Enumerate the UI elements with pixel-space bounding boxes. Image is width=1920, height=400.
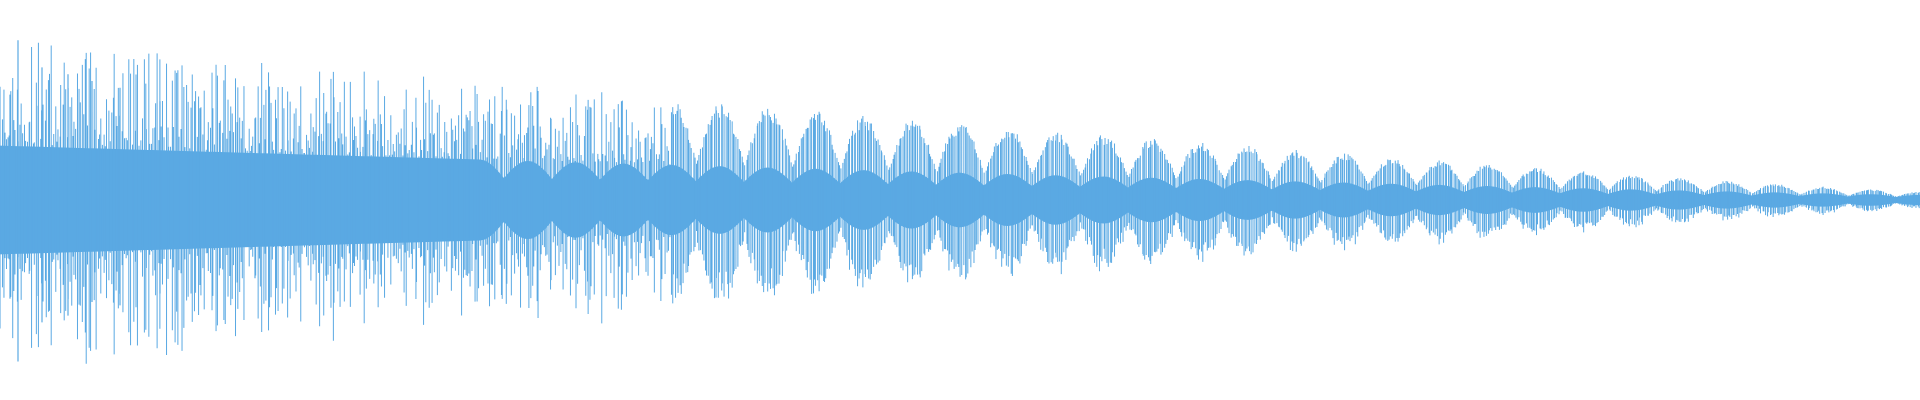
- waveform-peak-lines: [0, 42, 1920, 364]
- waveform-peaks: [0, 40, 1920, 364]
